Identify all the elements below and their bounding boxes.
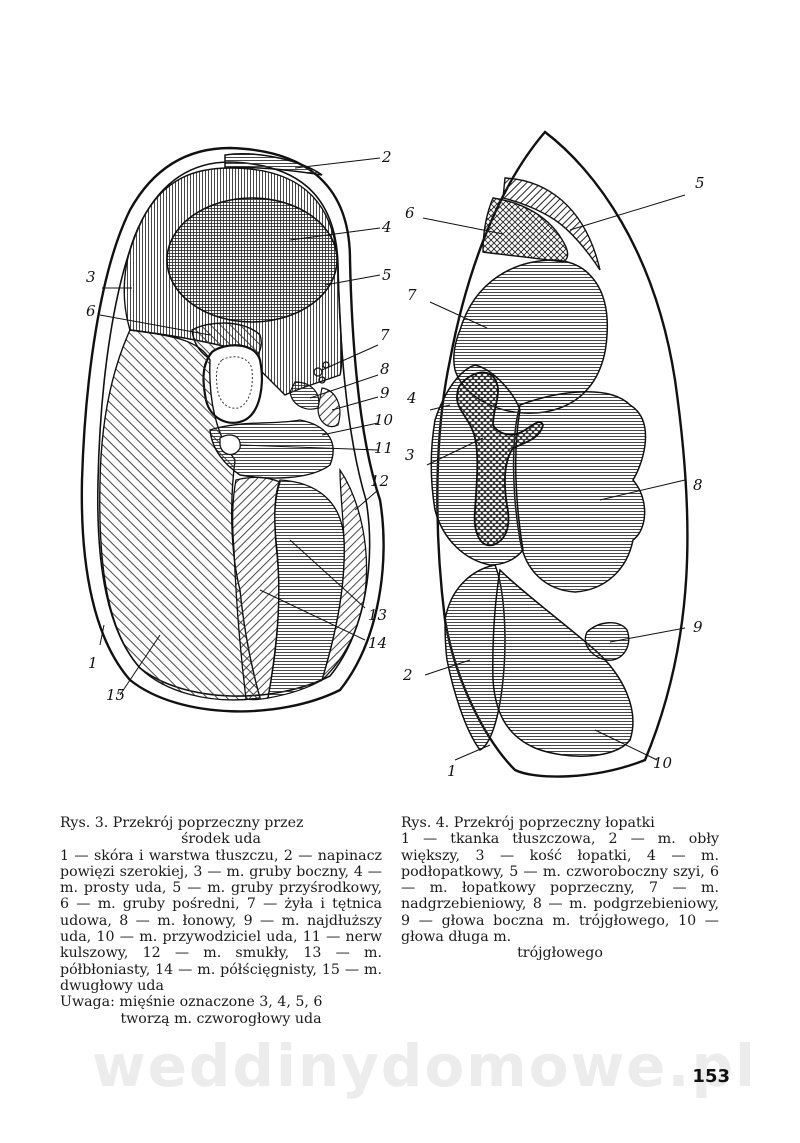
fig4-label-2: 2	[402, 666, 413, 684]
triceps-lateral-head	[584, 622, 630, 661]
sciatic-nerve	[219, 434, 241, 456]
watermark: weddinydomowe.pl	[92, 1032, 757, 1100]
skin-outline	[80, 146, 385, 713]
fig3-label-3: 3	[86, 268, 96, 286]
fig3-label-1: 1	[88, 654, 98, 672]
fig4-label-9: 9	[693, 618, 703, 636]
semitendinosus-muscle	[232, 476, 281, 701]
fig3-caption-note-line2: tworzą m. czworogłowy uda	[120, 1010, 322, 1027]
fig4-label-5: 5	[695, 174, 705, 192]
figure-3-thigh-section: 2 4 3 5 6 7 8 9 10 11 12 13 14 1 15	[60, 120, 410, 720]
fig3-label-6: 6	[86, 302, 96, 320]
fig4-label-3: 3	[405, 446, 415, 464]
fig3-label-5: 5	[382, 266, 392, 284]
fig3-caption-legend: 1 — skóra i warstwa tłuszczu, 2 — napina…	[60, 847, 382, 994]
fig4-label-7: 7	[407, 286, 417, 304]
figure-4-caption: Rys. 4. Przekrój poprzeczny łopatki 1 — …	[401, 815, 719, 962]
fig3-caption-title-line2: środek uda	[181, 831, 261, 848]
fig4-caption-legend: 1 — tkanka tłuszczowa, 2 — m. obły więks…	[401, 831, 719, 946]
figure-3-caption: Rys. 3. Przekrój poprzeczny przez środek…	[60, 815, 382, 1027]
figure-3-labels: 2 4 3 5 6 7 8 9 10 11 12 13 14 1 15	[86, 148, 394, 704]
fig3-label-14: 14	[368, 634, 387, 652]
pectineus-muscle	[289, 381, 320, 410]
fig3-label-13: 13	[368, 606, 387, 624]
fig3-label-4: 4	[381, 218, 392, 236]
fig4-label-4: 4	[406, 389, 417, 407]
scapula-bone	[456, 371, 544, 547]
scapula-outer-outline	[436, 130, 689, 778]
tensor-muscle	[224, 153, 323, 176]
trapezius-cervical	[502, 177, 601, 271]
femur-marrow	[216, 356, 253, 409]
triceps-long-head	[492, 568, 634, 757]
fig3-label-2: 2	[381, 148, 392, 166]
fig4-caption-tail: trójgłowego	[517, 945, 603, 962]
adductor-muscle	[209, 419, 334, 479]
thigh-section-drawing: 2 4 3 5 6 7 8 9 10 11 12 13 14 1 15	[80, 146, 394, 713]
rectus-femoris	[166, 197, 338, 323]
figure-4-scapula-section: 5 6 7 4 3 8 9 2 1 10	[395, 120, 750, 800]
fig3-caption-note: Uwaga: mięśnie oznaczone 3, 4, 5, 6	[60, 994, 323, 1011]
fig3-label-15: 15	[106, 686, 125, 704]
scapula-section-drawing: 5 6 7 4 3 8 9 2 1 10	[402, 130, 705, 780]
fig4-label-10: 10	[653, 754, 673, 772]
sartorius-muscle	[317, 387, 341, 428]
fig4-caption-title: Rys. 4. Przekrój poprzeczny łopatki	[401, 815, 655, 831]
fig3-label-12: 12	[370, 472, 389, 490]
infraspinatus-muscle	[512, 391, 647, 593]
fig4-label-1: 1	[447, 762, 457, 780]
fig3-label-9: 9	[380, 384, 390, 402]
page-number: 153	[692, 1066, 730, 1087]
teres-major	[444, 564, 506, 751]
fig3-label-11: 11	[374, 439, 393, 457]
fig4-label-8: 8	[693, 476, 703, 494]
fig4-label-6: 6	[405, 204, 415, 222]
fig3-caption-title: Rys. 3. Przekrój poprzeczny przez	[60, 815, 304, 831]
fig3-label-10: 10	[374, 411, 394, 429]
fig3-label-8: 8	[380, 360, 390, 378]
fig3-label-7: 7	[380, 326, 390, 344]
figure-4-labels: 5 6 7 4 3 8 9 2 1 10	[402, 174, 705, 780]
